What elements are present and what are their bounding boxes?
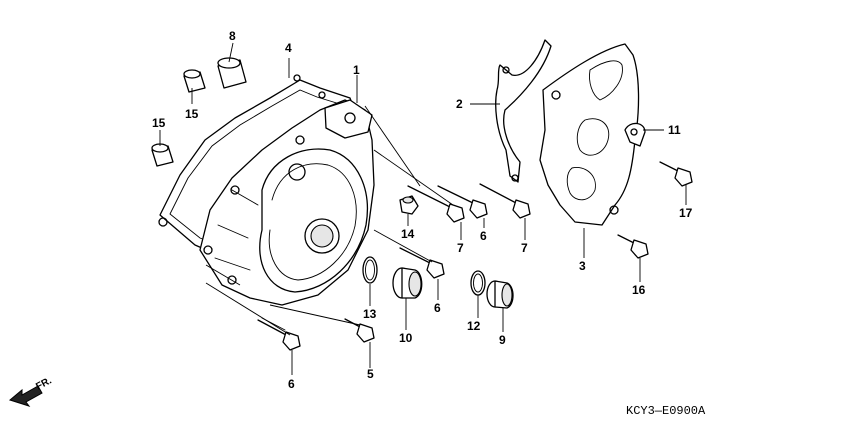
callout-15-upper: 15: [185, 107, 199, 121]
bolt-17: [659, 161, 693, 187]
bolt-16: [617, 234, 649, 259]
callout-17: 17: [679, 206, 693, 220]
bolt-7-left: [407, 185, 465, 223]
callout-13: 13: [363, 307, 377, 321]
callout-16: 16: [632, 283, 646, 297]
arrow-left-icon: [8, 385, 43, 407]
bolt-7-right: [479, 183, 531, 219]
callout-10: 10: [399, 331, 413, 345]
bolt-6-center: [399, 247, 445, 279]
callout-3: 3: [579, 259, 586, 273]
callout-6-upper: 6: [480, 229, 487, 243]
callout-1: 1: [353, 63, 360, 77]
o-ring-13: [362, 256, 378, 284]
callout-15-lower: 15: [152, 116, 166, 130]
callout-labels: 1 2 3 4 5 6 6 6 6 7 7 8 9 10 11 12 13 14…: [152, 29, 693, 391]
timing-hole-cap-10: [392, 267, 423, 299]
callout-14: 14: [401, 227, 415, 241]
callout-12: 12: [467, 319, 481, 333]
callout-9: 9: [499, 333, 506, 347]
callout-8: 8: [229, 29, 236, 43]
callout-6-bottom: 6: [288, 377, 295, 391]
bolt-6-left: [257, 317, 301, 351]
callout-7-right: 7: [521, 241, 528, 255]
guide-plate-part: [495, 39, 552, 183]
callout-11: 11: [668, 123, 681, 137]
clamp-part: [624, 122, 646, 147]
shroud-cover-part: [539, 43, 640, 226]
leader-lines: [159, 42, 687, 375]
callout-2: 2: [456, 97, 463, 111]
direction-label: FR.: [34, 375, 54, 392]
bolt-6-upper: [437, 185, 488, 219]
cap-nut-14: [399, 195, 419, 215]
crankcase-cover-part: [199, 99, 375, 306]
callout-4: 4: [285, 41, 292, 55]
dowel-pin-15-upper: [183, 69, 206, 93]
diagram-code: KCY3—E0900A: [626, 404, 706, 418]
callout-5: 5: [367, 367, 374, 381]
dowel-pin-15-lower: [151, 143, 174, 167]
front-direction-arrow: FR.: [8, 375, 54, 407]
dowel-pin-8: [217, 57, 247, 89]
callout-6-center: 6: [434, 301, 441, 315]
o-ring-12: [470, 270, 486, 296]
callout-7-left: 7: [457, 241, 464, 255]
hole-cap-9: [486, 280, 514, 309]
